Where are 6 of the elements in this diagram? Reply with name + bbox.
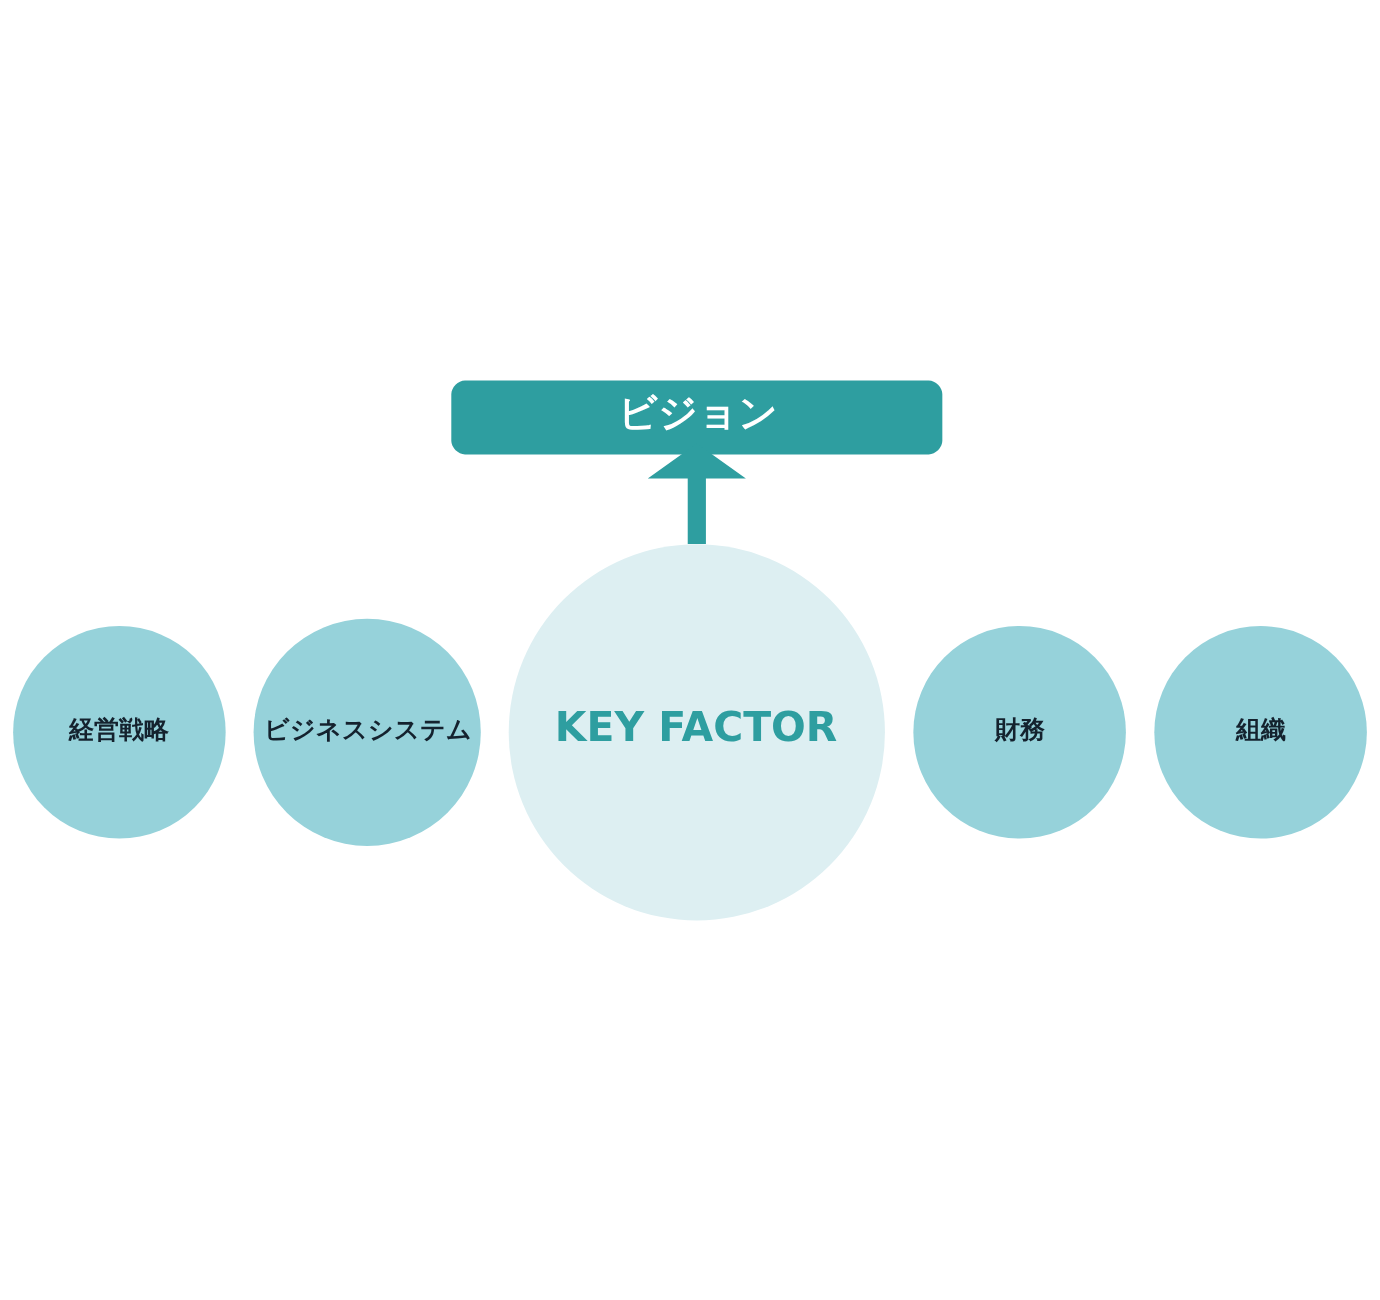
node-circle: 経営戦略 — [13, 625, 226, 839]
node-circle: 財務 — [913, 625, 1126, 839]
node-box: ビジョン — [451, 380, 943, 454]
node-circle: ビジネスシステム — [253, 618, 481, 846]
node-circle: KEY FACTOR — [508, 543, 885, 920]
node-circle: 組織 — [1154, 625, 1367, 839]
